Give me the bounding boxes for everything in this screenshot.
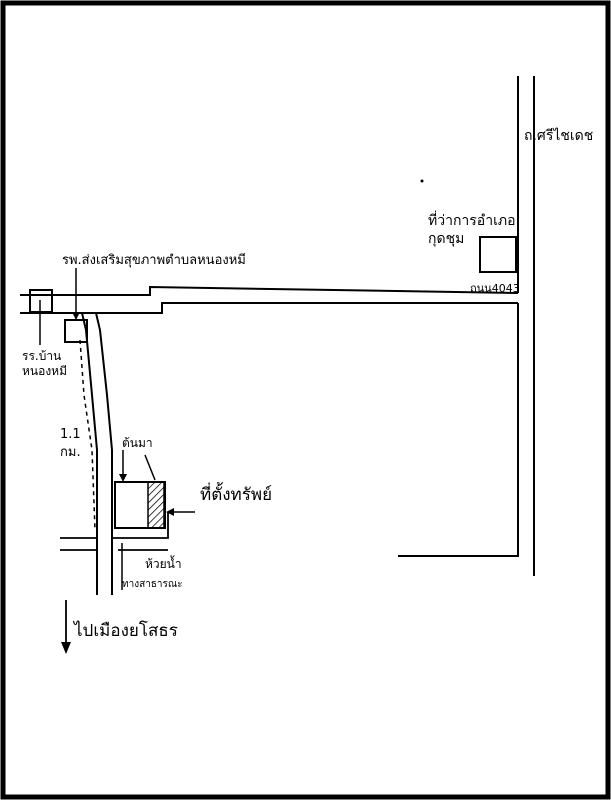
hospital-label: รพ.ส่งเสริมสุขภาพตำบลหนองหมี — [62, 252, 246, 268]
to-city-arrowhead — [61, 642, 71, 654]
lower-lane — [60, 512, 169, 551]
canal-label: ห้วยน้ำ — [145, 555, 182, 571]
main-road-label: ถ.ศรีไชเดช — [524, 127, 593, 144]
road-number-label: ถนน4043 — [470, 282, 520, 295]
tree-label: ต้นมา — [122, 436, 153, 450]
hospital-pointer-arrowhead — [72, 312, 80, 320]
road-bottom-edge — [398, 303, 519, 557]
tree-pointer-arrowhead — [119, 474, 127, 482]
main-road-srichaidet — [517, 76, 535, 576]
distance-label-2: กม. — [60, 445, 81, 460]
school-building — [29, 289, 53, 313]
school-label-1: รร.บ้าน — [22, 349, 61, 363]
distance-label-1: 1.1 — [60, 427, 81, 442]
property-pointer-arrowhead — [166, 508, 174, 516]
district-office-label-2: กุดชุม — [428, 231, 464, 247]
small-mark — [420, 179, 424, 183]
school-label-2: หนองหมี — [22, 364, 67, 378]
property-lot — [114, 481, 166, 529]
property-label: ที่ตั้งทรัพย์ — [200, 482, 272, 505]
distance-dashed-line — [79, 339, 96, 531]
side-road — [81, 312, 113, 595]
district-office-label-1: ที่ว่าการอำเภอ — [428, 211, 516, 229]
tree-pointer-2 — [144, 454, 156, 481]
to-city-label: ไปเมืองยโสธร — [72, 620, 178, 641]
footpath-label: ทางสาธารณะ — [122, 579, 183, 590]
district-office-building — [479, 236, 517, 273]
